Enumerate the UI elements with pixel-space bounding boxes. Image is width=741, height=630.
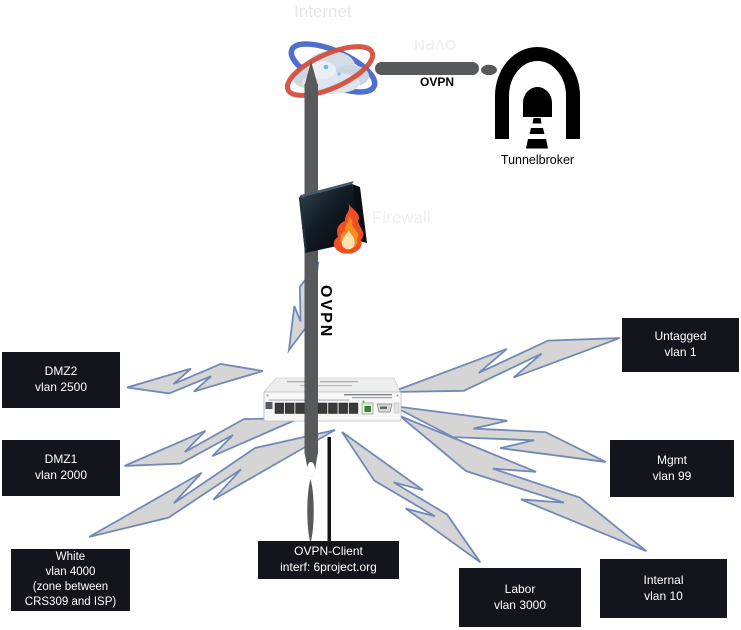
vlan-box-internal-vlan: vlan 10	[644, 588, 683, 603]
internet-ghost-title: Internet	[294, 2, 352, 21]
vlan-box-ovpn-client-interface: interf: 6project.org	[280, 560, 377, 574]
vlan-box-mgmt-vlan: vlan 99	[652, 468, 692, 483]
ovpn-client-line	[327, 437, 331, 543]
vlan-box-untagged-vlan: vlan 1	[664, 345, 697, 359]
vlan-box-ovpn-client: OVPN-Client interf: 6project.org	[258, 541, 399, 579]
internet-cloud-icon	[284, 41, 378, 98]
vlan-box-labor: Labor vlan 3000	[459, 568, 581, 627]
bolt-to-dmz2	[124, 357, 266, 401]
vlan-box-mgmt-name: Mgmt	[657, 452, 687, 467]
bolt-to-untagged	[388, 323, 623, 407]
vlan-box-labor-vlan: vlan 3000	[493, 597, 547, 612]
firewall-ghost-title: Firewall	[372, 208, 431, 227]
vlan-box-white-note2: CRS309 and ISP)	[24, 595, 117, 608]
flame-icon	[333, 203, 364, 254]
firewall-icon	[299, 181, 367, 254]
vlan-box-dmz1: DMZ1 vlan 2000	[2, 440, 120, 496]
vlan-box-white-name: White	[55, 551, 86, 564]
vlan-box-labor-name: Labor	[504, 581, 536, 596]
vlan-box-untagged: Untagged vlan 1	[622, 318, 739, 372]
ovpn-lan-pipe	[304, 61, 318, 543]
ovpn-wan-label: OVPN	[419, 75, 454, 89]
vlan-box-white-vlan: vlan 4000	[45, 566, 96, 579]
tunnelbroker-label: Tunnelbroker	[500, 153, 575, 167]
ovpn-lan-label: OVPN	[317, 285, 334, 339]
tunnelbroker-icon	[495, 47, 580, 149]
vlan-box-dmz2: DMZ2 vlan 2500	[2, 352, 120, 408]
vlan-box-internal-name: Internal	[643, 572, 684, 587]
vlan-box-white-note1: (zone between	[32, 581, 109, 593]
vlan-box-white: White vlan 4000 (zone between CRS309 and…	[11, 549, 130, 611]
vlan-box-mgmt: Mgmt vlan 99	[610, 440, 734, 497]
vlan-box-dmz1-name: DMZ1	[44, 452, 78, 467]
vlan-box-untagged-name: Untagged	[654, 329, 707, 344]
vlan-box-dmz1-vlan: vlan 2000	[34, 468, 88, 482]
vlan-box-internal: Internal vlan 10	[600, 559, 727, 618]
vlan-box-dmz2-name: DMZ2	[44, 364, 78, 379]
crs309-switch-icon	[263, 377, 402, 422]
ovpn-wan-pipe	[375, 62, 497, 76]
vlan-box-dmz2-vlan: vlan 2500	[34, 380, 88, 394]
vlan-box-ovpn-client-name: OVPN-Client	[294, 544, 363, 559]
